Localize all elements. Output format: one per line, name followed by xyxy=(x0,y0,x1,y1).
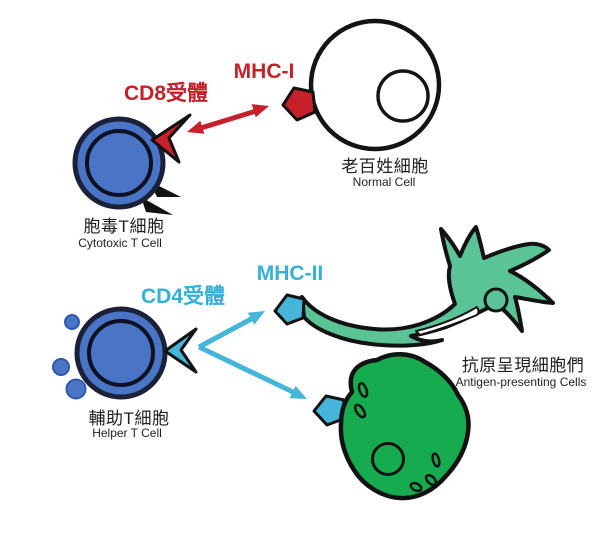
secretion-bubble xyxy=(64,314,80,330)
normal-cell xyxy=(281,18,442,152)
apc-name-zh: 抗原呈現細胞們 xyxy=(461,356,585,375)
helper-t-cell xyxy=(52,306,198,400)
secretion-bubble xyxy=(65,378,87,400)
macrophage-cell xyxy=(312,352,471,501)
dendritic-cell xyxy=(273,225,555,348)
macrophage-speck xyxy=(431,452,441,468)
helper-cell-name-en: Helper T Cell xyxy=(92,426,162,440)
cd8-receptor-shape xyxy=(150,113,192,164)
arrow-to-macrophage-shaft xyxy=(197,344,295,395)
macrophage-speck xyxy=(424,473,438,487)
macrophage-body xyxy=(338,352,471,501)
cytotoxic-cell-name-zh: 胞毒T細胞 xyxy=(83,217,165,236)
macrophage-speck xyxy=(409,481,423,493)
cd4-receptor-label: CD4受體 xyxy=(140,285,226,308)
arrow-to-dendritic-shaft xyxy=(197,315,255,350)
helper-cell-name-zh: 輔助T細胞 xyxy=(88,409,170,428)
mhc1-molecule xyxy=(281,86,317,122)
dendritic-cell-body xyxy=(300,225,555,348)
mhc2-label: MHC-II xyxy=(256,262,324,285)
mhc2-molecule-dendritic xyxy=(273,293,306,326)
mhc1-label: MHC-I xyxy=(233,60,295,83)
cd8-receptor-label: CD8受體 xyxy=(123,82,209,105)
red-arrow-shaft xyxy=(200,108,257,131)
arrow-to-dendritic-head xyxy=(247,311,265,325)
cd4-mhc2-arrows xyxy=(197,311,307,399)
cytotoxic-cell-inner-ring xyxy=(85,129,153,197)
normal-cell-name-en: Normal Cell xyxy=(352,175,416,189)
cd4-receptor-shape xyxy=(163,327,198,374)
normal-cell-name-zh: 老百姓細胞 xyxy=(341,157,429,176)
red-arrow-head-right xyxy=(251,104,269,118)
cell-spike xyxy=(141,197,173,215)
macrophage-nucleus xyxy=(371,442,405,476)
macrophage-speck xyxy=(353,403,367,419)
normal-cell-nucleus xyxy=(376,69,430,123)
cytotoxic-cell-name-en: Cytotoxic T Cell xyxy=(78,236,162,250)
red-arrow-head-left xyxy=(187,120,205,134)
arrow-to-macrophage-head xyxy=(289,385,307,399)
secretion-bubble xyxy=(52,358,70,376)
apc-name-en: Antigen-presenting Cells xyxy=(455,375,587,389)
dendritic-cell-nucleus xyxy=(483,287,509,313)
cd8-mhc1-interaction-arrow xyxy=(187,104,269,134)
cytotoxic-t-cell xyxy=(72,113,192,215)
dendritic-cell-slit xyxy=(415,306,480,336)
macrophage-speck xyxy=(357,382,369,398)
helper-cell-inner-ring xyxy=(87,319,155,387)
